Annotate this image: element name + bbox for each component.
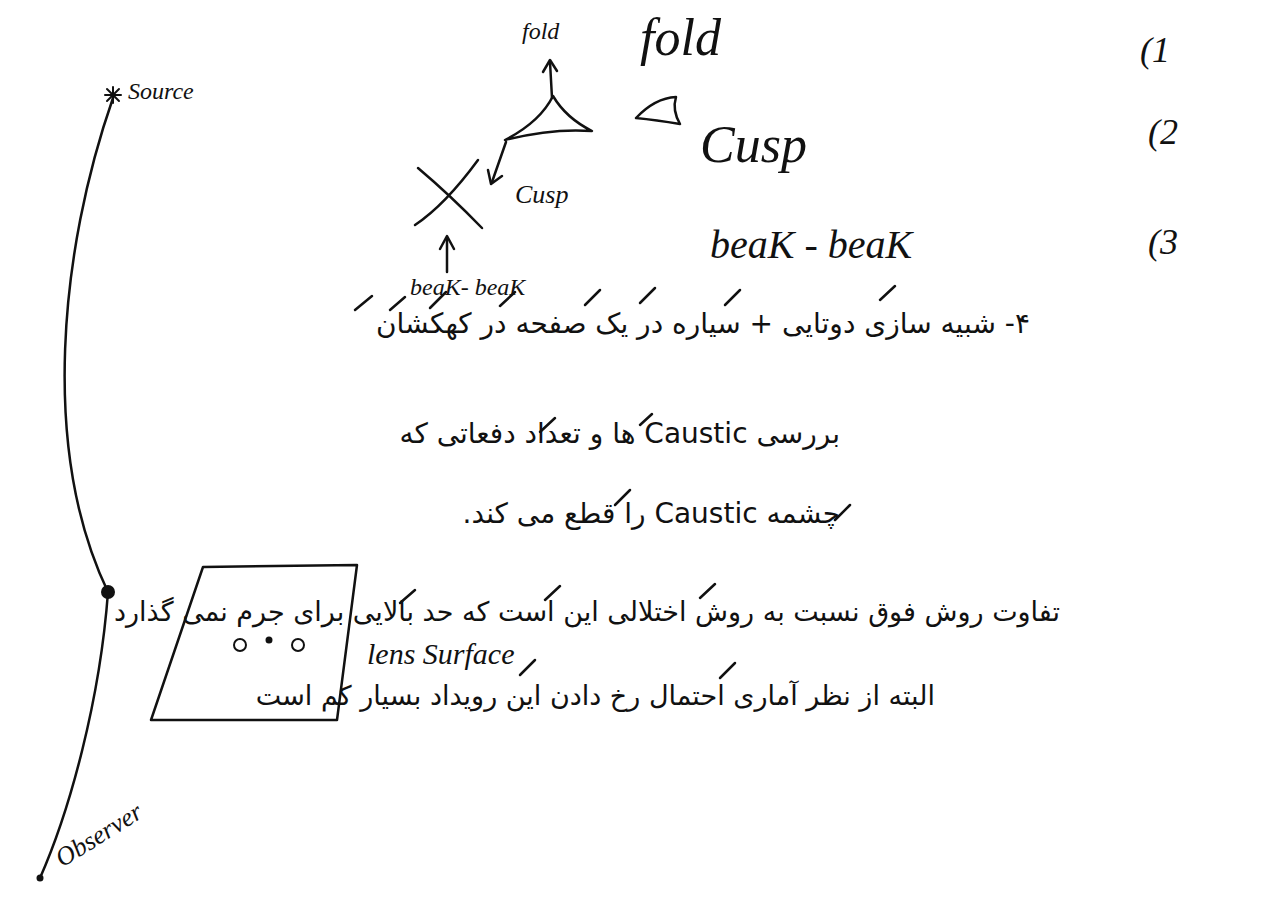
sketch-label: (3 [1148, 222, 1178, 263]
sketch-label: Source [128, 78, 194, 106]
sketch-label: beaK- beaK [410, 274, 525, 302]
sketch-label: Cusp [700, 115, 807, 175]
note-line: چشمه Caustic را قطع می کند. [463, 498, 840, 530]
sketch-label: fold [522, 18, 559, 46]
sketch-label: (1 [1140, 30, 1170, 71]
note-line: تفاوت روش فوق نسبت به روش اختلالی این اس… [114, 596, 1060, 627]
sketch-label: (2 [1148, 112, 1178, 153]
note-line: بررسی Caustic ها و تعداد دفعاتی که [399, 418, 840, 450]
note-line: البته از نظر آماری احتمال رخ دادن این رو… [256, 680, 935, 711]
lens-label: lens Surface [367, 637, 514, 671]
sketch-label: fold [640, 8, 721, 68]
sketch-label: beaK - beaK [710, 222, 912, 268]
sketch-label: Cusp [515, 180, 568, 210]
note-line: ۴- شبیه سازی دوتایی + سیاره در یک صفحه د… [376, 308, 1030, 340]
lens-plane: lens Surface [145, 555, 525, 730]
